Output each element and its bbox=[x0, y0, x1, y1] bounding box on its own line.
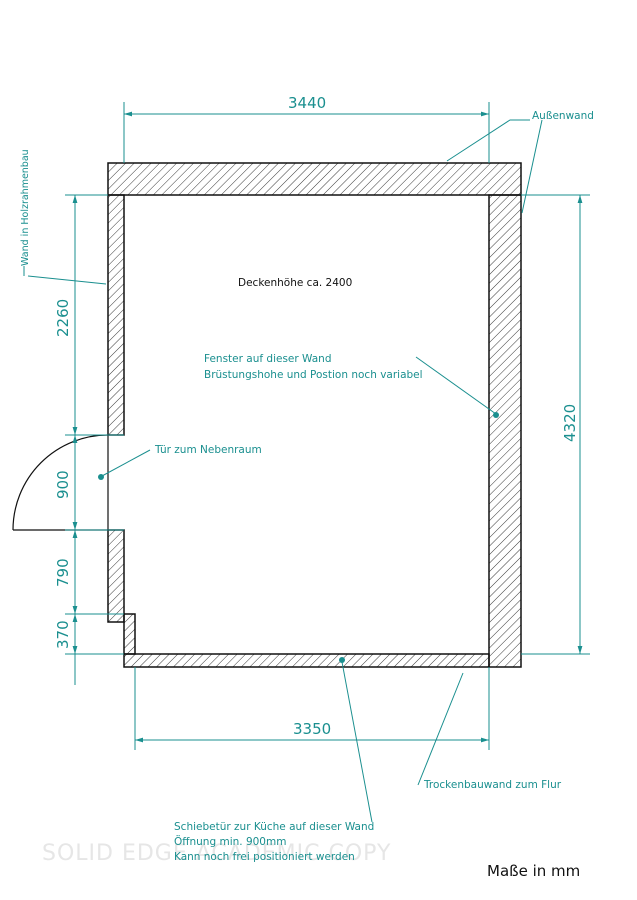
dimension-lines bbox=[65, 102, 590, 750]
label-outer-wall: Außenwand bbox=[532, 110, 594, 122]
label-window-line2: Brüstungshohe und Postion noch variabel bbox=[204, 369, 423, 381]
walls bbox=[107, 162, 522, 668]
label-sliding-line3: Kann noch frei positioniert werden bbox=[174, 851, 355, 863]
watermark-text: SOLID EDGE ACADEMIC COPY bbox=[42, 841, 391, 866]
dim-door-width: 900 bbox=[54, 470, 72, 499]
label-sliding-line1: Schiebetür zur Küche auf dieser Wand bbox=[174, 821, 374, 833]
dim-bottom-width: 3350 bbox=[293, 720, 331, 738]
leader-dots bbox=[98, 412, 499, 663]
dim-top-width: 3440 bbox=[288, 94, 326, 112]
dim-left-lower: 790 bbox=[54, 558, 72, 587]
label-drywall-hall: Trockenbauwand zum Flur bbox=[423, 779, 562, 791]
left-wall-step bbox=[123, 613, 136, 655]
label-ceiling-height: Deckenhöhe ca. 2400 bbox=[238, 277, 352, 289]
right-wall bbox=[488, 194, 522, 668]
bottom-wall bbox=[123, 653, 490, 668]
label-timber-wall: Wand in Holzrahmenbau bbox=[20, 149, 31, 266]
label-units: Maße in mm bbox=[487, 862, 580, 880]
label-door-next-room: Tür zum Nebenraum bbox=[154, 444, 262, 456]
dim-left-upper: 2260 bbox=[54, 299, 72, 337]
top-wall bbox=[107, 162, 522, 196]
label-window-line1: Fenster auf dieser Wand bbox=[204, 353, 332, 365]
leader-lines bbox=[23, 119, 543, 823]
label-sliding-line2: Öffnung min. 900mm bbox=[174, 835, 286, 848]
dim-left-step: 370 bbox=[54, 620, 72, 649]
left-wall-upper bbox=[107, 194, 125, 436]
left-wall-lower bbox=[107, 529, 125, 623]
dim-right-height: 4320 bbox=[561, 404, 579, 442]
